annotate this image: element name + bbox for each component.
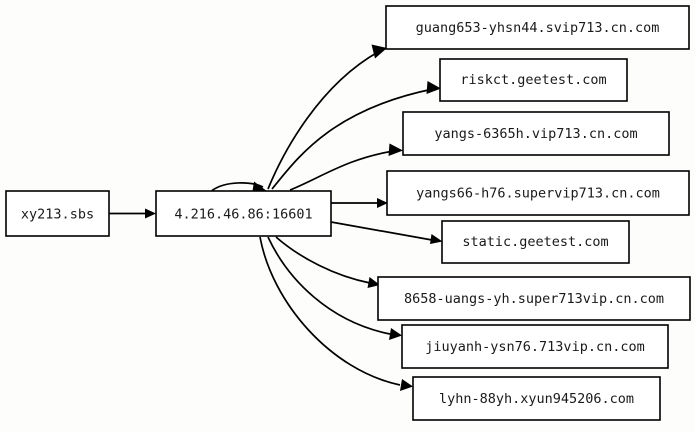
edge-hub-to-t1 [267,44,387,190]
edge-hub-to-t8 [259,236,413,391]
edge-hub-to-t2 [271,81,441,190]
node-target-1-label: guang653-yhsn44.svip713.cn.com [416,20,660,36]
node-source-label: xy213.sbs [21,207,94,223]
edge-hub-self-loop [211,181,268,192]
edge-hub-to-t6 [275,236,380,288]
node-target-8-label: lyhn-88yh.xyun945206.com [439,391,634,407]
node-target-6-label: 8658-uangs-yh.super713vip.cn.com [404,291,664,307]
node-target-7[interactable]: jiuyanh-ysn76.713vip.cn.com [401,324,669,369]
node-target-4[interactable]: yangs66-h76.supervip713.cn.com [386,170,690,216]
node-target-5[interactable]: static.geetest.com [441,220,630,264]
node-source[interactable]: xy213.sbs [5,190,110,237]
node-hub-label: 4.216.46.86:16601 [174,207,312,223]
node-target-6[interactable]: 8658-uangs-yh.super713vip.cn.com [377,276,691,321]
node-target-1[interactable]: guang653-yhsn44.svip713.cn.com [385,5,690,50]
node-hub[interactable]: 4.216.46.86:16601 [155,190,332,237]
edge-hub-to-t4 [331,198,388,208]
node-target-8[interactable]: lyhn-88yh.xyun945206.com [412,376,661,421]
node-target-3-label: yangs-6365h.vip713.cn.com [434,126,637,142]
edge-source-to-hub [109,208,156,219]
node-target-3[interactable]: yangs-6365h.vip713.cn.com [402,111,670,156]
edge-hub-to-t5 [330,221,443,244]
edge-hub-to-t7 [267,236,402,340]
node-target-4-label: yangs66-h76.supervip713.cn.com [416,186,660,202]
node-target-5-label: static.geetest.com [462,234,608,250]
node-target-2[interactable]: riskct.geetest.com [439,58,628,102]
node-target-7-label: jiuyanh-ysn76.713vip.cn.com [425,339,644,355]
edge-hub-to-t3 [289,143,403,191]
node-target-2-label: riskct.geetest.com [460,72,606,88]
